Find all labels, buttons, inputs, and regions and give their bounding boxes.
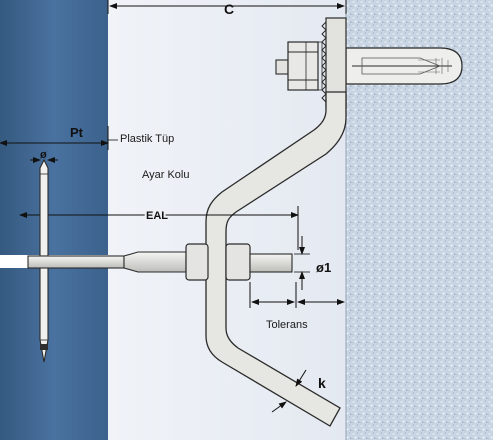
c-dimension — [107, 0, 347, 14]
c-label: C — [224, 1, 234, 17]
eal-label: EAL — [146, 210, 168, 222]
wall-anchor — [345, 47, 463, 85]
left-wall-lower — [0, 268, 108, 440]
k-label: k — [318, 375, 326, 391]
threaded-rod — [27, 243, 293, 281]
tolerans-dimension — [249, 282, 345, 308]
diameter-1-label: ø1 — [316, 260, 331, 275]
k-dimension — [271, 369, 307, 413]
small-diameter-label: ø — [40, 149, 47, 161]
adjustment-arm — [205, 91, 347, 427]
plastik-tup-label: Plastik Tüp — [120, 133, 174, 145]
tolerans-label: Tolerans — [266, 319, 308, 331]
pt-label: Pt — [70, 125, 84, 140]
eal-dimension — [19, 206, 299, 250]
ayar-kolu-label: Ayar Kolu — [142, 169, 190, 181]
diameter-1-dimension — [294, 236, 310, 290]
pt-dimension — [0, 126, 118, 150]
upper-nut — [275, 41, 323, 91]
left-wall-upper — [0, 0, 108, 255]
